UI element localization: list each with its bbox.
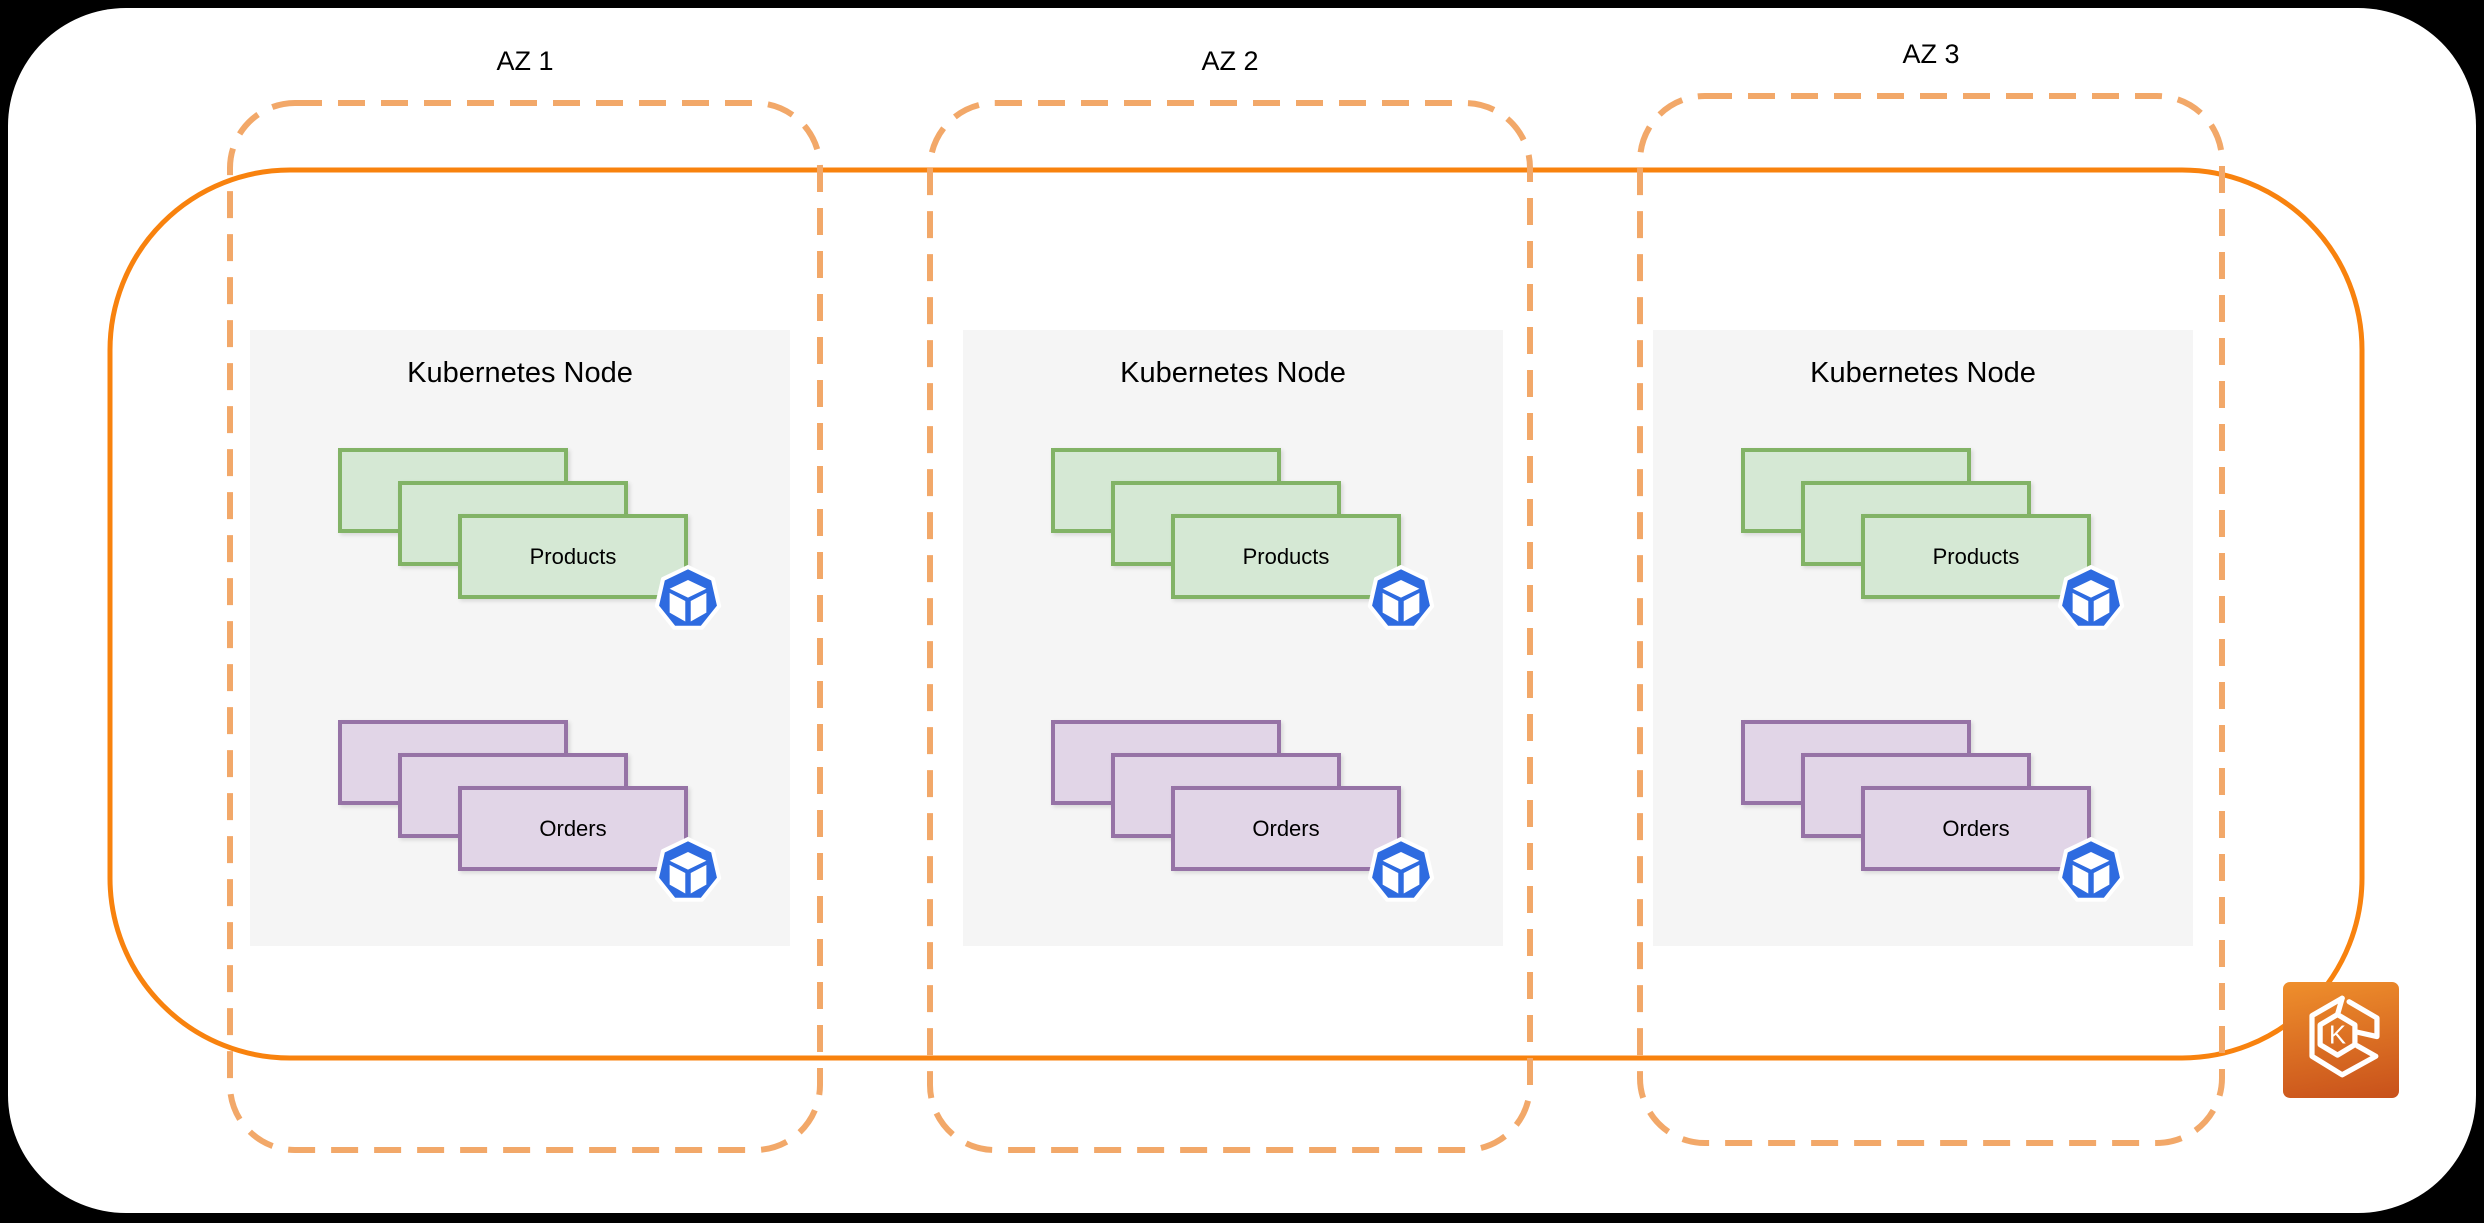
replica-rect-front: Orders (1171, 786, 1401, 871)
az-2-boundary (927, 100, 1533, 1153)
kubernetes-pod-icon (2057, 837, 2125, 905)
workload-label: Orders (1252, 815, 1320, 841)
az-3-boundary (1637, 93, 2225, 1146)
workload-label: Orders (539, 815, 607, 841)
node-title: Kubernetes Node (1810, 357, 2036, 389)
kubernetes-pod-icon (1367, 837, 1435, 905)
kubernetes-node-3: Kubernetes Node Products Orders (1653, 330, 2193, 946)
az-2-label: AZ 2 (1201, 46, 1259, 76)
orders-deployment: Orders (1051, 720, 1401, 871)
products-deployment: Products (1051, 448, 1401, 599)
node-title: Kubernetes Node (407, 357, 633, 389)
replica-rect-front: Orders (1861, 786, 2091, 871)
workload-label: Products (529, 543, 617, 569)
eks-hexagon-k-glyph: K (2309, 995, 2380, 1078)
eks-letter: K (2329, 1021, 2346, 1049)
az-1-label: AZ 1 (496, 46, 554, 76)
node-title: Kubernetes Node (1120, 357, 1346, 389)
replica-rect-front: Products (1861, 514, 2091, 599)
eks-service-icon: K (2283, 982, 2399, 1098)
kubernetes-pod-icon (1367, 565, 1435, 633)
eks-cluster-boundary (107, 167, 2365, 1061)
orders-deployment: Orders (338, 720, 688, 871)
az-1-boundary (227, 100, 823, 1153)
products-deployment: Products (1741, 448, 2091, 599)
workload-label: Products (1932, 543, 2020, 569)
kubernetes-pod-icon (654, 565, 722, 633)
az-3-label: AZ 3 (1902, 39, 1960, 69)
replica-rect-front: Orders (458, 786, 688, 871)
workload-label: Products (1242, 543, 1330, 569)
kubernetes-pod-icon (654, 837, 722, 905)
kubernetes-node-2: Kubernetes Node Products Orders (963, 330, 1503, 946)
orders-deployment: Orders (1741, 720, 2091, 871)
products-deployment: Products (338, 448, 688, 599)
workload-label: Orders (1942, 815, 2010, 841)
kubernetes-node-1: Kubernetes Node Products Orders (250, 330, 790, 946)
replica-rect-front: Products (1171, 514, 1401, 599)
replica-rect-front: Products (458, 514, 688, 599)
kubernetes-pod-icon (2057, 565, 2125, 633)
